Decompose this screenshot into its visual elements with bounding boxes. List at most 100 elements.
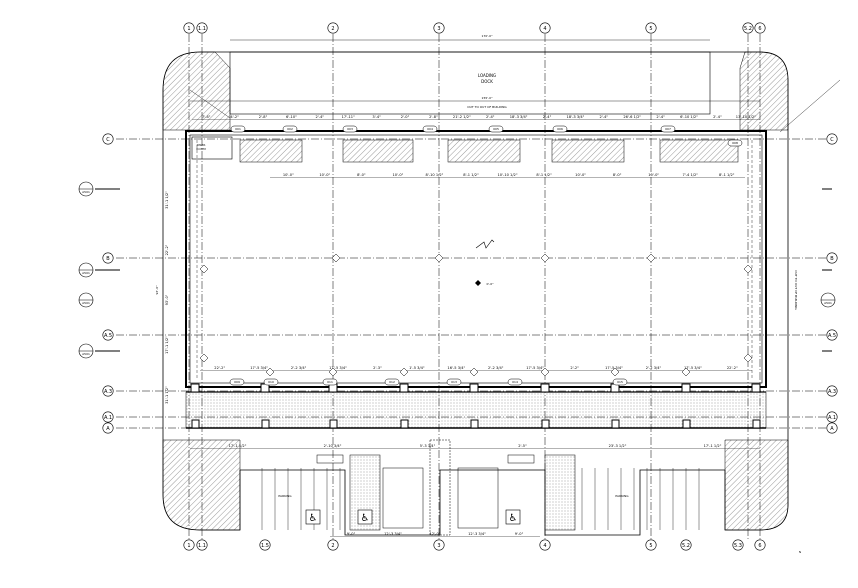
riser-room-label-2: ROOM [196,147,206,151]
dimension-text: 18'-3 3/4" [567,115,585,119]
grid-bubble-top-5.2-label: 5.2 [744,26,752,32]
dimension-text: 2'-2 3/4" [291,366,307,370]
tag-diamond [265,367,275,377]
tag-oval: 003 [342,125,358,133]
section-marker-label: A501 [82,352,90,356]
dimension-text: 10'-0" [283,173,294,177]
grid-bubble-right-B: B [826,252,838,264]
grid-bubble-bottom-4-label: 4 [543,543,546,549]
column [261,419,270,429]
tag-diamond [469,367,479,377]
tag-label: 006 [557,127,563,131]
dimension-text: 9'-0" [347,532,356,536]
tag-label: 008 [732,141,738,145]
grid-bubble-right-C-label: C [830,137,834,143]
tag-oval: 005 [488,125,504,133]
grid-bubble-top-6: 6 [754,22,766,34]
grid-bubble-left-C: C [102,133,114,145]
tag-oval: 009 [229,378,245,386]
grid-bubble-bottom-5.2: 5.2 [680,539,692,551]
dimension-text: 8'-1 1/2" [536,173,552,177]
parking-label-right: PARKING [615,494,629,498]
parking-label-left: PARKING [278,494,292,498]
tag-diamond [540,367,550,377]
column [751,383,761,393]
riser-room: RISER ROOM [191,136,233,160]
tag-label: 012 [389,380,395,384]
side-dimension-left: 93'-0" [155,285,159,295]
dimension-text: 12'-3 3/4" [384,532,402,536]
grid-bubble-bottom-5: 5 [645,539,657,551]
loading-dock-label-2: DOCK [481,79,493,84]
grid-bubble-right-A.1-label: A.1 [828,415,836,421]
grid-bubble-left-A.1-label: A.1 [104,415,112,421]
tag-label: 010 [268,380,274,384]
grid-bubble-left-A.5-label: A.5 [104,333,112,339]
grid-bubble-top-3: 3 [433,22,445,34]
column [540,383,550,393]
dimension-text: 17'-1 1/2" [229,444,247,448]
dimension-text: 2'-4" [543,115,552,119]
tag-oval: 010 [263,378,279,386]
grid-bubble-bottom-5-label: 5 [649,543,652,549]
grid-bubble-bottom-1: 1 [183,539,195,551]
dimension-text: 2'-8" [429,115,438,119]
tag-label: 003 [347,127,353,131]
dimension-text: 8'-0" [613,173,622,177]
spot-elevation: 0'-0" [475,280,494,286]
tag-oval: 007 [660,125,676,133]
tag-oval: 014 [507,378,523,386]
grid-bubble-bottom-5.2-label: 5.2 [682,543,690,549]
tag-oval: 013 [446,378,462,386]
parking-stripes [261,468,700,530]
dimension-text: 93'-0" [165,294,169,305]
tag-label: 007 [665,127,671,131]
dimension-text: 2'-3" [373,366,382,370]
section-marker-label: A501 [82,301,90,305]
dimension-text: 8'-0" [357,173,366,177]
grid-bubble-bottom-6: 6 [754,539,766,551]
dimension-text: 17'-1 1/2" [704,444,722,448]
section-marker: A501 [78,292,94,308]
grid-bubble-left-B: B [102,252,114,264]
grid-bubble-top-5-label: 5 [649,26,652,32]
rear-hatch-zone [551,139,625,163]
accessible-icon: ♿ [361,513,370,524]
grid-bubble-left-A.3: A.3 [102,385,114,397]
dimension-text: 2'-4" [486,115,495,119]
dimension-row-second: 10'-0"10'-0"8'-0"10'-0"8'-10 1/2"8'-1 1/… [270,173,745,178]
tag-diamond [610,367,620,377]
landscape-hatch [162,51,789,531]
grid-bubble-bottom-5.3: 5.3 [732,539,744,551]
section-marker-label: A501 [82,271,90,275]
tag-label: 004 [427,127,433,131]
grid-bubble-bottom-1.1-label: 1.1 [198,543,206,549]
column [400,419,409,429]
column [191,419,200,429]
tag-label: 014 [512,380,518,384]
parking-area [316,439,576,536]
rear-hatch-zone [659,139,739,163]
dimension-text: 17'-5 3/4" [605,366,623,370]
dimension-text: 2'-10 3/4" [324,444,342,448]
dimension-text: 6'-10" [286,115,297,119]
tag-label: 002 [287,127,293,131]
dimension-text: 2'-0" [401,115,410,119]
dimension-text: 10'-0" [575,173,586,177]
dimension-text: 17'-5 3/4" [684,366,702,370]
tag-label: 011 [327,380,333,384]
grid-bubble-top-6-label: 6 [758,26,761,32]
tag-diamond [199,264,209,274]
dimension-text: 10'-10 1/2" [497,173,517,177]
loading-dock-label-1: LOADING [478,73,496,78]
dimension-text: 26'-6 1/2" [623,115,641,119]
accessible-stalls: ♿ ♿ ♿ [305,509,521,525]
grid-bubble-left-A.5: A.5 [102,329,114,341]
grid-bubble-top-1: 1 [183,22,195,34]
grid-bubble-top-5.2: 5.2 [742,22,754,34]
tag-oval: 008 [727,139,743,147]
tag-oval: 015 [612,378,628,386]
